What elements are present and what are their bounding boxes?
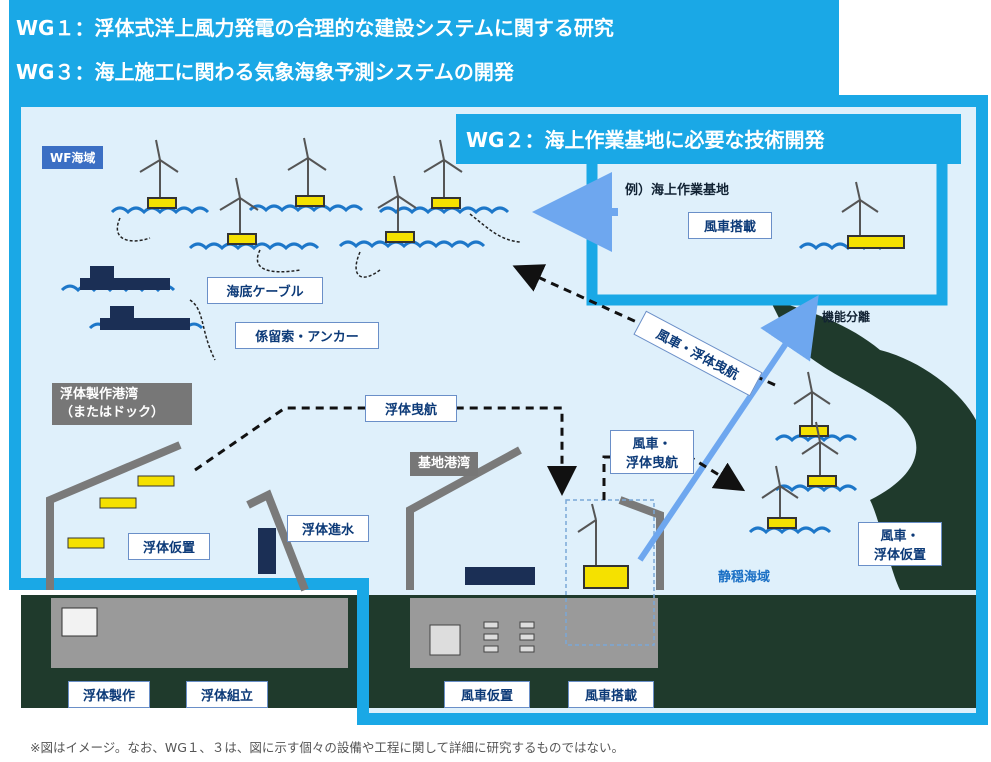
port-houses (46, 441, 664, 592)
float-assembly-label: 浮体組立 (186, 681, 268, 708)
arrow-function-separation (637, 295, 819, 562)
turbine-float-temp-l2: 浮体仮置 (873, 548, 926, 563)
float-port-tag: 浮体製作港湾 （またはドック） (52, 383, 192, 425)
turbine-float-towing-l2: 浮体曳航 (625, 456, 678, 471)
turbine-float-temp-l1: 風車・ (880, 529, 920, 544)
wg2-header-text: WG２：海上作業基地に必要な技術開発 (466, 128, 825, 152)
turbine-3 (423, 139, 463, 209)
float-port-line2: （またはドック） (60, 405, 165, 420)
base-port-tag: 基地港湾 (410, 452, 479, 476)
function-separation-label: 機能分離 (822, 310, 871, 324)
float-port-line1: 浮体製作港湾 (60, 387, 139, 402)
turbine-5 (377, 175, 417, 243)
turbine-float-temp-label: 風車・ 浮体仮置 (858, 522, 942, 566)
turbine-temp-label: 風車仮置 (444, 681, 530, 708)
ships (80, 266, 190, 330)
wg1-frame-left (9, 95, 21, 590)
turbine-8 (761, 465, 799, 529)
mooring-label: 係留索・アンカー (235, 322, 379, 349)
turbine-install-base-label: 風車搭載 (688, 212, 772, 239)
wg1-header-text: WG１：浮体式洋上風力発電の合理的な建設システムに関する研究 (16, 16, 614, 40)
turbine-install-label: 風車搭載 (568, 681, 654, 708)
wf-turbines (139, 137, 905, 589)
wf-sea-tag: WF海域 (42, 146, 104, 169)
install-highlight-box (565, 499, 655, 646)
wg3-header-text: WG３：海上施工に関わる気象海象予測システムの開発 (16, 60, 514, 84)
wg1-frame-top (9, 95, 988, 107)
wg1-frame-bottom-left (9, 578, 369, 590)
calm-sea-label: 静穏海域 (718, 570, 771, 585)
turbine-9 (841, 181, 905, 249)
coast-land (770, 300, 976, 590)
float-fabrication-label: 浮体製作 (68, 681, 150, 708)
wg1-frame-step (357, 578, 369, 725)
wg2-header: WG２：海上作業基地に必要な技術開発 (466, 124, 825, 153)
float-fab-yard (51, 598, 348, 668)
float-towing-label: 浮体曳航 (365, 395, 457, 422)
offshore-base-example-label: 例）海上作業基地 (625, 183, 730, 198)
turbine-6 (793, 371, 831, 437)
turbine-float-towing-l1: 風車・ (632, 437, 672, 452)
turbine-4 (219, 177, 259, 245)
footnote: ※図はイメージ。なお、WG１、３は、図に示す個々の設備や工程に関して詳細に研究す… (30, 740, 625, 755)
wg1-frame-right (976, 95, 988, 725)
truck (61, 607, 98, 637)
turbine-10 (577, 503, 629, 589)
float-launch-label: 浮体進水 (287, 515, 369, 542)
turbine-2 (287, 137, 327, 207)
turbine-1 (139, 139, 179, 209)
float-temp-label: 浮体仮置 (128, 533, 210, 560)
subsea-cable-label: 海底ケーブル (207, 277, 323, 304)
wg1-header: WG１：浮体式洋上風力発電の合理的な建設システムに関する研究 (16, 12, 614, 41)
cables (116, 213, 521, 361)
turbine-parts (429, 621, 535, 656)
launch-ship (258, 528, 276, 574)
wg1-frame-bottom-right (357, 713, 988, 725)
turbine-7 (801, 421, 839, 487)
arrow-float-towing (194, 406, 577, 496)
turbine-float-towing-label: 風車・ 浮体曳航 (610, 430, 694, 474)
ship-dark (465, 567, 535, 585)
wg3-header: WG３：海上施工に関わる気象海象予測システムの開発 (16, 56, 514, 85)
